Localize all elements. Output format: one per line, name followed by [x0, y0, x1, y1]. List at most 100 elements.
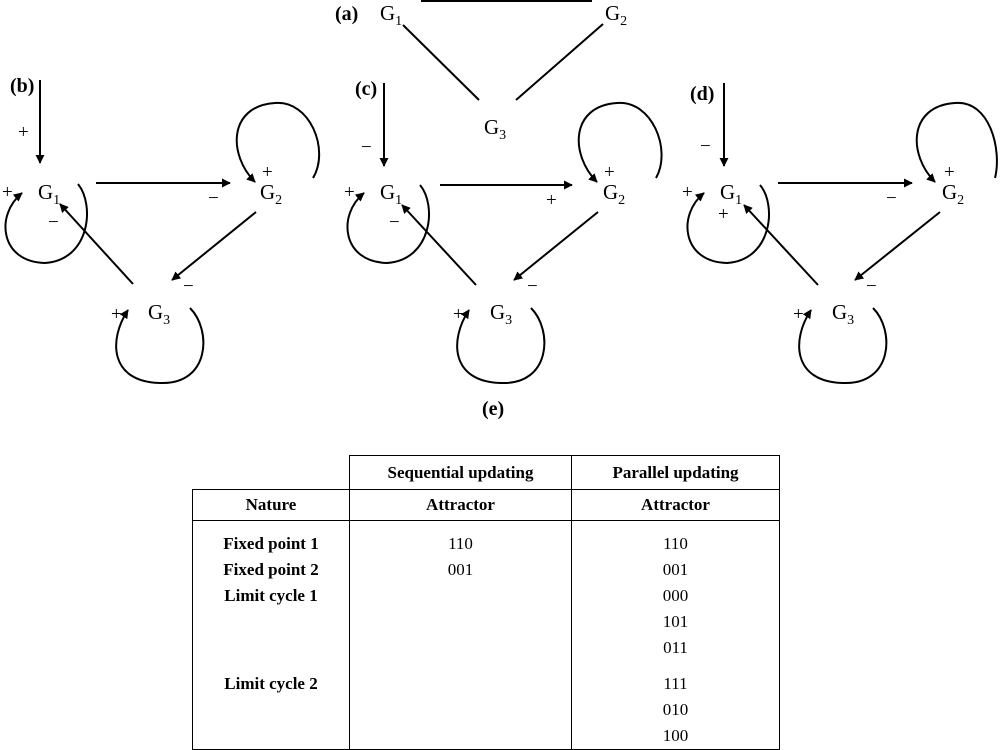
panel-b-g2-to-g3-sign: −	[183, 276, 194, 297]
attractor-table: Sequential updating Parallel updating Na…	[192, 455, 780, 750]
panel-c-g2-self-sign: +	[604, 162, 615, 183]
network-diagrams: (a) G1 G2 G3 (b) G1 G2 G3 + + − + − + − …	[2, 0, 998, 420]
panel-d-label: (d)	[690, 83, 714, 105]
sequential-cell	[349, 583, 572, 609]
panel-d-g1-self-loop	[686, 184, 770, 265]
sequential-cell: 110	[349, 531, 572, 557]
panel-a: (a) G1 G2 G3	[335, 0, 627, 143]
parallel-cell: 010	[571, 697, 780, 723]
sequential-cell: 001	[349, 557, 572, 583]
node-subscript: 2	[957, 193, 964, 208]
sequential-attractor-header: Attractor	[349, 489, 572, 521]
panel-c-node-g3: G3	[490, 300, 512, 328]
sequential-cell	[349, 671, 572, 697]
parallel-cell: 001	[571, 557, 780, 583]
panel-a-edge-g2-g3	[515, 23, 604, 101]
panel-c-g3-self-sign: +	[453, 304, 464, 325]
panel-c-label: (c)	[355, 78, 377, 100]
panel-d-g3-to-g1-arrow	[743, 204, 819, 286]
parallel-cell: 101	[571, 609, 780, 635]
node-subscript: 2	[618, 193, 625, 208]
panel-b-input-sign: +	[18, 122, 29, 143]
panel-c-g2-to-g3-sign: −	[527, 276, 538, 297]
parallel-cell: 110	[571, 531, 780, 557]
table-spacer-row	[192, 520, 780, 531]
panel-b-g2-self-sign: +	[262, 162, 273, 183]
panel-b-g3-self-sign: +	[111, 304, 122, 325]
parallel-attractor-header: Attractor	[571, 489, 780, 521]
table-row: 101	[192, 609, 780, 635]
nature-cell	[192, 609, 350, 635]
panel-d: (d) G1 G2 G3 − + − + − + +	[682, 83, 998, 385]
panel-d-g2-self-loop	[915, 101, 998, 183]
empty-corner-cell	[193, 456, 350, 490]
panel-e-label: (e)	[482, 398, 504, 420]
panel-d-g3-self-sign: +	[793, 304, 804, 325]
panel-b-node-g1: G1	[38, 180, 60, 208]
panel-d-node-g2: G2	[942, 180, 964, 208]
panel-d-input-sign: −	[700, 136, 711, 157]
panel-c-node-g2: G2	[603, 180, 625, 208]
sequential-cell	[349, 697, 572, 723]
panel-b: (b) G1 G2 G3 + + − + − + −	[2, 75, 321, 385]
parallel-cell: 000	[571, 583, 780, 609]
panel-c: (c) G1 G2 G3 − + + + − + −	[344, 78, 663, 385]
group-header-row: Sequential updating Parallel updating	[193, 455, 780, 490]
table-row: Fixed point 1 110 110	[192, 531, 780, 557]
panel-c-g1-self-loop	[346, 184, 430, 265]
node-subscript: 2	[275, 193, 282, 208]
node-subscript: 3	[847, 313, 854, 328]
panel-b-g1-self-sign: +	[2, 182, 13, 203]
table-spacer-row	[192, 661, 780, 671]
panel-b-g2-to-g3-arrow	[171, 211, 257, 281]
sequential-cell	[349, 635, 572, 661]
panel-d-g1-to-g2-sign: −	[886, 188, 897, 209]
panel-b-node-g2: G2	[260, 180, 282, 208]
panel-d-g2-to-g3-sign: −	[866, 276, 877, 297]
panel-b-g1-self-loop	[4, 183, 88, 265]
panel-b-g1-to-g2-sign: −	[208, 188, 219, 209]
nature-cell: Fixed point 1	[192, 531, 350, 557]
panel-a-node-g3: G3	[484, 115, 506, 143]
panel-c-g3-to-g1-sign: −	[389, 212, 400, 233]
panel-a-label: (a)	[335, 3, 358, 25]
panel-d-node-g1: G1	[720, 180, 742, 208]
parallel-cell: 011	[571, 635, 780, 661]
panel-a-edge-g1-g3	[402, 24, 480, 101]
sequential-cell	[349, 723, 572, 750]
panel-d-g3-self-loop	[798, 307, 888, 385]
nature-cell: Fixed point 2	[192, 557, 350, 583]
panel-c-g1-to-g2-sign: +	[546, 190, 557, 211]
panel-d-g2-to-g3-arrow	[854, 211, 941, 281]
panel-c-g3-self-loop	[456, 307, 546, 385]
panel-b-g2-self-loop	[235, 101, 321, 183]
node-subscript: 3	[163, 313, 170, 328]
node-subscript: 1	[395, 193, 402, 208]
panel-d-g2-self-sign: +	[944, 162, 955, 183]
panel-b-label: (b)	[10, 75, 34, 97]
table-row: 010	[192, 697, 780, 723]
node-subscript: 3	[499, 128, 506, 143]
panel-b-node-g3: G3	[148, 300, 170, 328]
parallel-group-header: Parallel updating	[571, 455, 780, 490]
panel-b-g3-to-g1-arrow	[59, 203, 134, 285]
panel-c-g2-self-loop	[577, 101, 663, 183]
panel-c-g3-to-g1-arrow	[401, 204, 477, 286]
panel-d-g1-self-sign: +	[682, 182, 693, 203]
nature-cell	[192, 697, 350, 723]
nature-cell: Limit cycle 2	[192, 671, 350, 697]
panel-d-g3-to-g1-sign: +	[718, 204, 729, 225]
panel-c-g1-self-sign: +	[344, 182, 355, 203]
panel-b-g3-self-loop	[115, 307, 205, 385]
sequential-cell	[349, 609, 572, 635]
panel-b-g3-to-g1-sign: −	[48, 212, 59, 233]
table-row: Limit cycle 1 000	[192, 583, 780, 609]
node-subscript: 2	[620, 14, 627, 29]
panel-a-node-g2: G2	[605, 1, 627, 29]
panel-c-g2-to-g3-arrow	[513, 211, 599, 281]
node-subscript: 1	[53, 193, 60, 208]
table-row: Fixed point 2 001 001	[192, 557, 780, 583]
nature-cell	[192, 635, 350, 661]
node-subscript: 1	[395, 14, 402, 29]
table-row: 100	[192, 723, 780, 750]
